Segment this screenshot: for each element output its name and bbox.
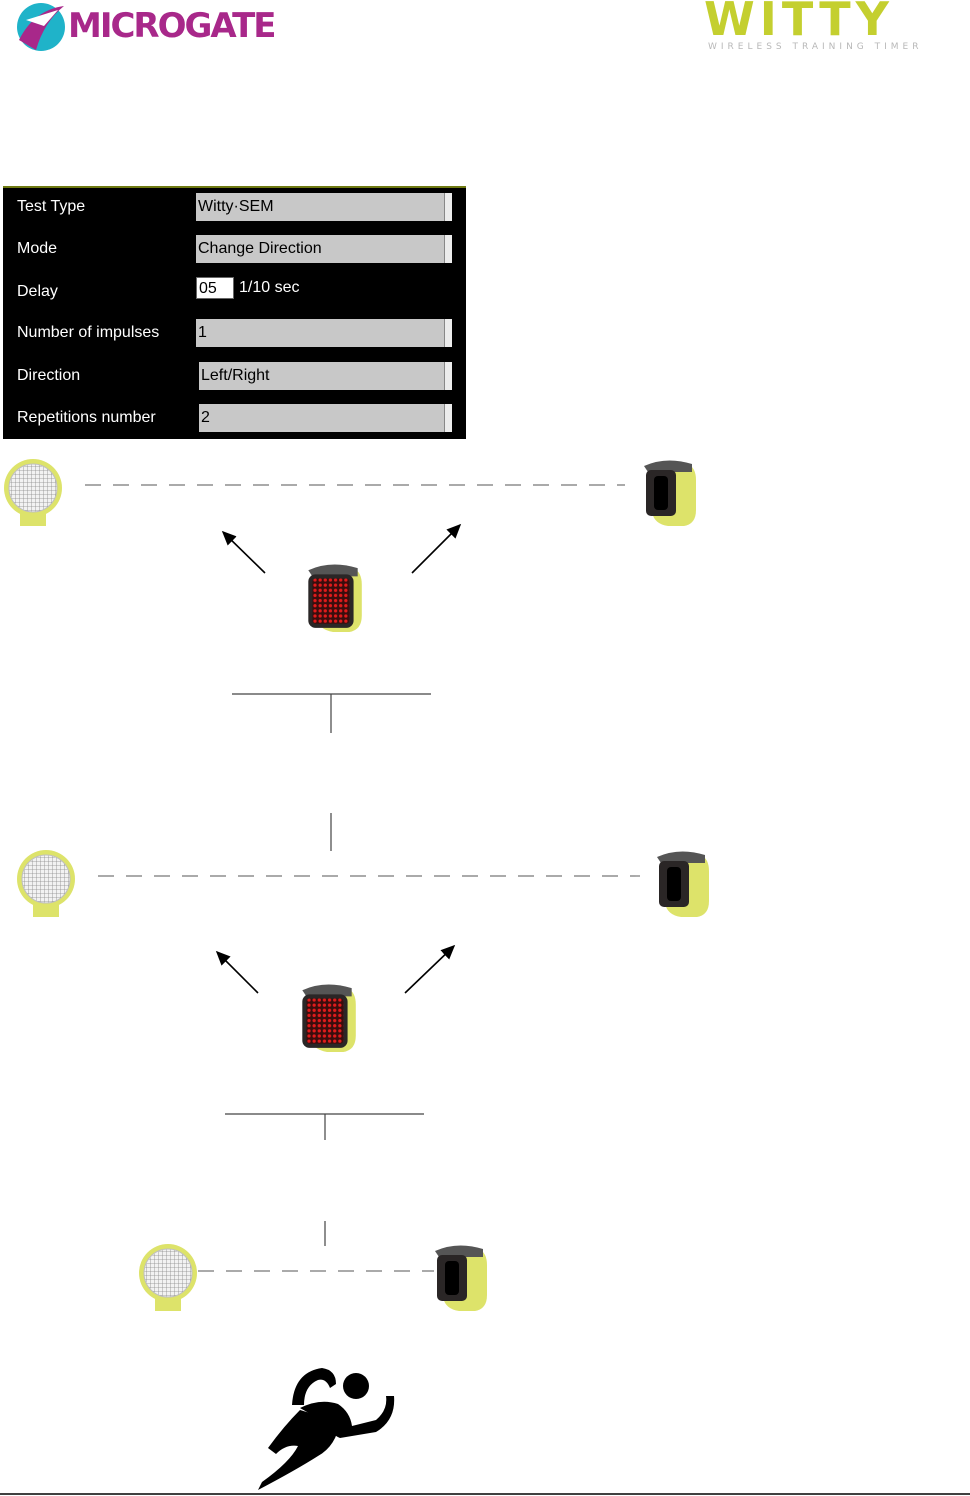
delay-input[interactable]: 05 <box>196 277 234 299</box>
impulses-label: Number of impulses <box>17 324 159 342</box>
reflector-icon <box>17 850 75 917</box>
arrow-left-2 <box>217 952 258 993</box>
photocell-icon <box>435 1245 487 1311</box>
setting-row-repetitions: Repetitions number 2 <box>3 402 466 434</box>
repetitions-field[interactable]: 2 <box>199 404 452 432</box>
test-type-field[interactable]: Witty·SEM <box>196 193 452 221</box>
arrow-right-1 <box>412 525 460 573</box>
mode-field[interactable]: Change Direction <box>196 235 452 263</box>
settings-panel: Test Type Witty·SEM Mode Change Directio… <box>3 186 466 439</box>
witty-tagline: WIRELESS TRAINING TIMER <box>708 42 970 52</box>
delay-label: Delay <box>17 283 58 301</box>
led-display-icon <box>302 985 355 1052</box>
impulses-field[interactable]: 1 <box>196 319 452 347</box>
test-type-label: Test Type <box>17 198 85 216</box>
arrow-right-2 <box>405 946 454 993</box>
arrow-left-1 <box>223 532 265 573</box>
repetitions-label: Repetitions number <box>17 409 156 427</box>
direction-field[interactable]: Left/Right <box>199 362 452 390</box>
setting-row-mode: Mode Change Direction <box>3 233 466 265</box>
photocell-icon <box>657 851 709 917</box>
photocell-icon <box>644 460 696 526</box>
mode-label: Mode <box>17 240 57 258</box>
runner-icon <box>258 1368 394 1490</box>
led-display-icon <box>308 565 361 632</box>
setting-row-impulses: Number of impulses 1 <box>3 317 466 349</box>
reflector-icon <box>139 1244 197 1311</box>
delay-unit: 1/10 sec <box>239 279 299 297</box>
direction-label: Direction <box>17 367 80 385</box>
test-layout-diagram <box>0 440 970 1496</box>
setting-row-test-type: Test Type Witty·SEM <box>3 191 466 223</box>
reflector-icon <box>4 459 62 526</box>
witty-wordmark: WITTY <box>704 0 894 46</box>
microgate-wordmark: MICROGATE <box>68 6 275 46</box>
setting-row-delay: Delay 05 1/10 sec <box>3 273 466 305</box>
setting-row-direction: Direction Left/Right <box>3 360 466 392</box>
